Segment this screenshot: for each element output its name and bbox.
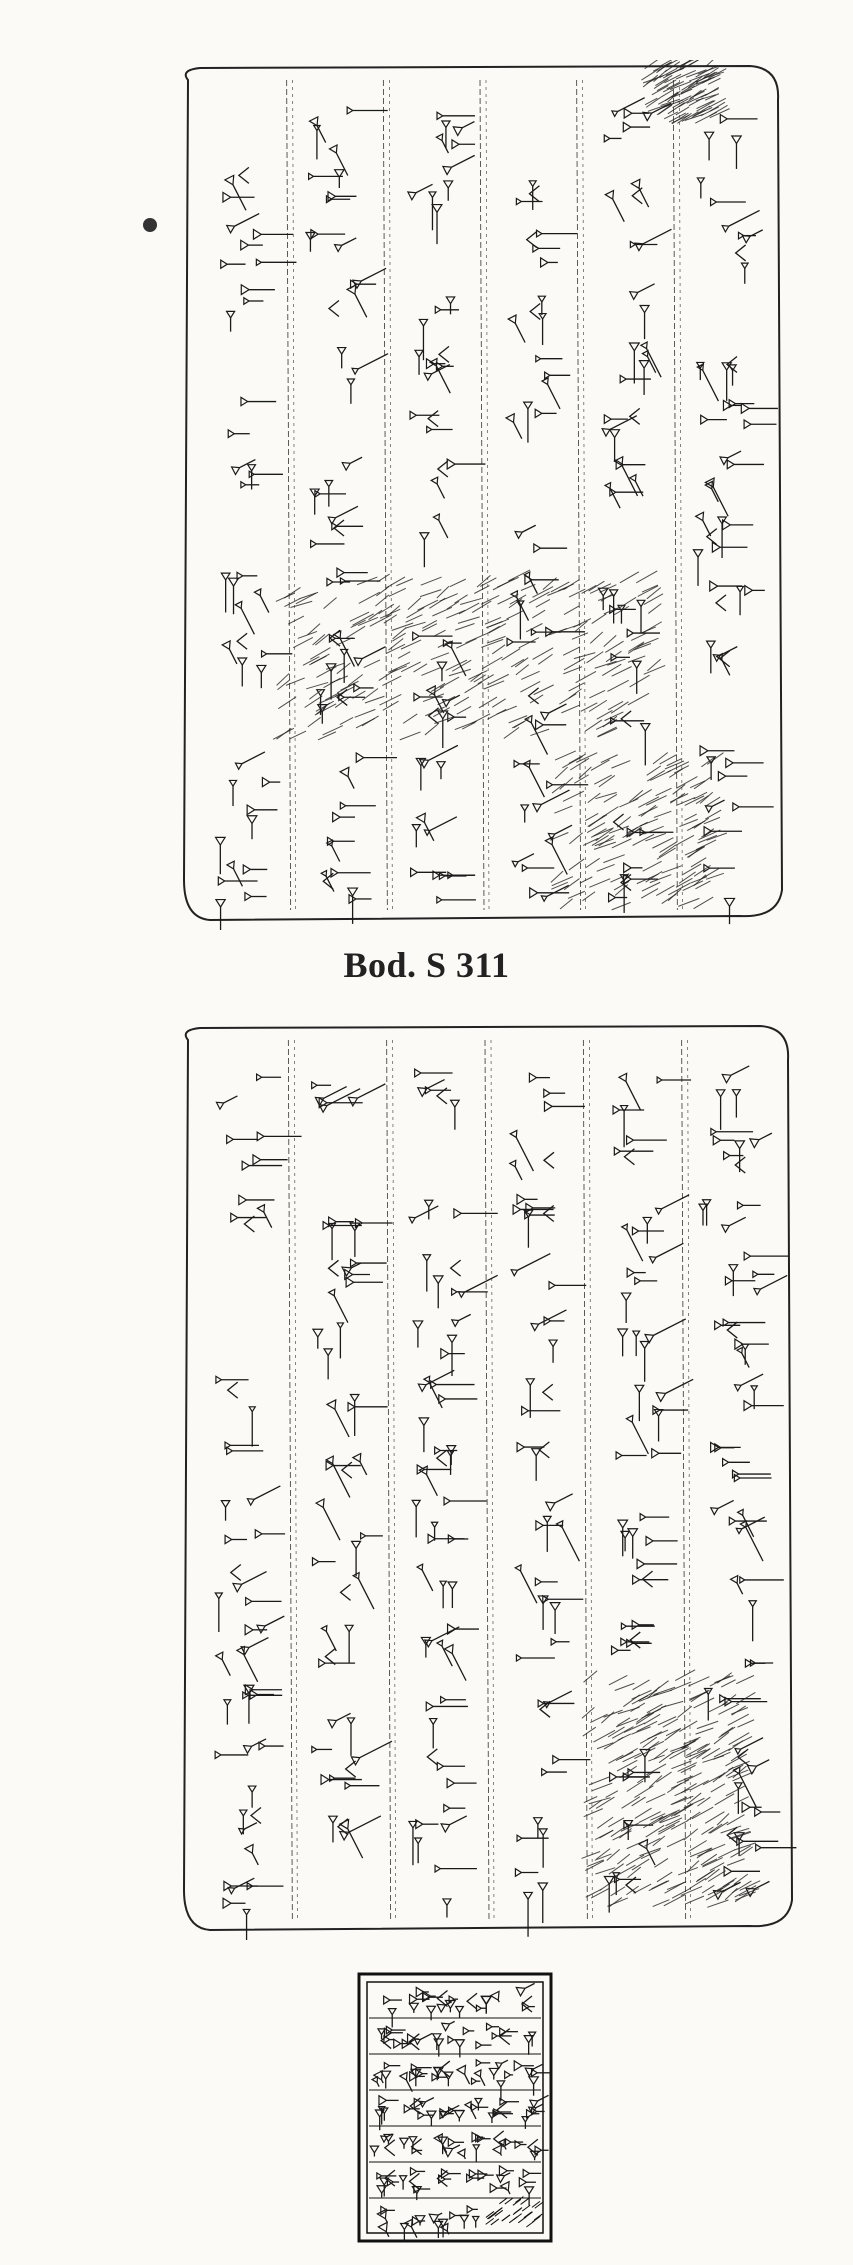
- figure-caption: Bod. S 311: [343, 945, 510, 985]
- seal-impression-drawing: [357, 1972, 553, 2243]
- tablet-reverse-drawing: [182, 1024, 797, 1940]
- ink-speck: [143, 218, 157, 232]
- tablet-reverse: [170, 1020, 800, 1940]
- tablet-obverse-drawing: [182, 60, 784, 930]
- seal-impression: [355, 1970, 555, 2245]
- tablet-obverse: [170, 60, 790, 930]
